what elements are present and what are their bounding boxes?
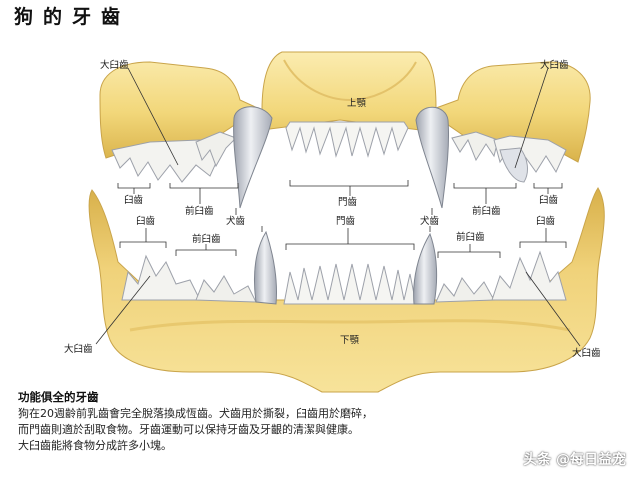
- lower-molars-left: [121, 254, 201, 301]
- label-incisor-upper: 門齒: [338, 197, 358, 208]
- upper-premolars-left: [195, 131, 237, 168]
- upper-molars-right: [493, 135, 567, 183]
- label-upper-jaw: 上顎: [347, 98, 367, 109]
- lower-canine-left: [253, 230, 277, 305]
- caption-line-1: 狗在20週齡前乳齒會完全脫落換成恆齒。犬齒用於撕裂，臼齒用於磨碎，: [18, 407, 373, 420]
- page-title: 狗的牙齒: [14, 6, 131, 28]
- label-molar-short-upper-left: 臼齒: [124, 194, 144, 206]
- label-molar-lower-left: 大臼齒: [64, 343, 93, 355]
- label-molar-upper-left: 大臼齒: [100, 59, 129, 71]
- label-molar-short-upper-right: 臼齒: [539, 194, 559, 206]
- leader-lines: [95, 67, 581, 347]
- label-molar-lower-right: 大臼齒: [572, 347, 601, 359]
- caption-heading: 功能俱全的牙齒: [18, 390, 99, 404]
- watermark: 头条 @每日益宠: [523, 452, 626, 468]
- upper-canine-right: [415, 106, 450, 209]
- upper-incisors: [285, 121, 409, 158]
- label-incisor-lower: 門齒: [336, 216, 356, 227]
- label-premolar-upper-left: 前臼齒: [185, 205, 214, 217]
- label-premolar-upper-right: 前臼齒: [472, 205, 501, 217]
- label-canine-upper-right: 犬齒: [420, 215, 440, 227]
- lower-canine-right: [413, 232, 438, 305]
- labels: 大臼齒 大臼齒 上顎 臼齒 前臼齒 犬齒 門齒 犬齒 前臼齒 臼齒 臼齒 前臼齒…: [64, 59, 601, 359]
- label-molar-short-lower-left: 臼齒: [136, 215, 156, 227]
- label-molar-upper-right: 大臼齒: [540, 59, 569, 71]
- label-premolar-lower-right: 前臼齒: [456, 231, 485, 243]
- lower-molars-right: [491, 250, 567, 301]
- label-lower-jaw: 下顎: [340, 335, 360, 346]
- label-canine-upper-left: 犬齒: [226, 215, 246, 227]
- upper-canine-left: [233, 106, 273, 209]
- lower-premolars-left: [195, 275, 257, 303]
- label-molar-short-lower-right: 臼齒: [536, 215, 556, 227]
- caption-line-3: 大臼齒能將食物分成許多小塊。: [18, 439, 172, 452]
- lower-premolars-right: [435, 277, 495, 303]
- lower-jaw-bone: [88, 187, 605, 393]
- upper-premolars-right: [451, 131, 499, 162]
- caption-line-2: 而門齒則適於刮取食物。牙齒運動可以保持牙齒及牙齦的清潔與健康。: [18, 423, 359, 436]
- lower-incisors: [283, 263, 417, 305]
- label-premolar-lower-left: 前臼齒: [192, 233, 221, 245]
- caption-body: 狗在20週齡前乳齒會完全脫落換成恆齒。犬齒用於撕裂，臼齒用於磨碎， 而門齒則適於…: [18, 406, 488, 454]
